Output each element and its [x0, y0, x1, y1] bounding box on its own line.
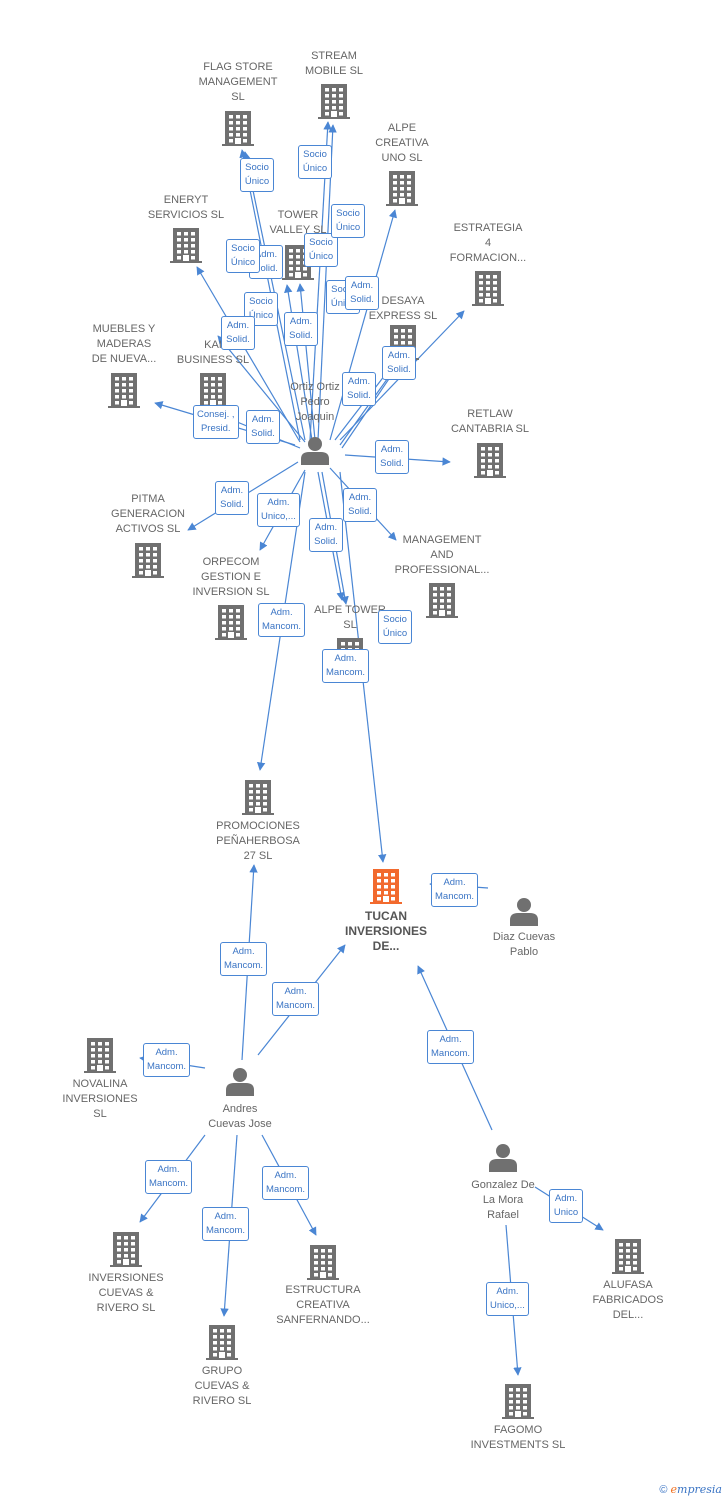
building-icon-alufasa[interactable]: [612, 1239, 644, 1274]
relation-badge-andres-29[interactable]: Adm. Mancom.: [262, 1166, 310, 1200]
node-label-stream[interactable]: STREAM MOBILE SL: [304, 50, 364, 77]
relation-badge-andres-25[interactable]: Adm. Mancom.: [272, 982, 320, 1016]
node-label-alpec[interactable]: ALPE CREATIVA UNO SL: [375, 122, 429, 164]
relation-badge-ortiz-17[interactable]: Adm. Unico,...: [257, 493, 300, 527]
building-icon-alpec[interactable]: [386, 171, 418, 206]
relation-badge-diaz-23[interactable]: Adm. Mancom.: [431, 873, 479, 907]
node-label-mgmt[interactable]: MANAGEMENT AND PROFESSIONAL...: [394, 534, 490, 576]
person-icon-diaz[interactable]: [510, 898, 538, 926]
building-icon-muebles[interactable]: [108, 373, 140, 408]
building-icon-orpecom[interactable]: [215, 605, 247, 640]
node-label-pitma[interactable]: PITMA GENERACION ACTIVOS SL: [111, 493, 185, 535]
relation-badge-andres-26[interactable]: Adm. Mancom.: [143, 1043, 191, 1077]
building-icon-retlaw[interactable]: [474, 443, 506, 478]
relation-badge-andres-28[interactable]: Adm. Mancom.: [202, 1207, 250, 1241]
edge-ortiz-12: [341, 369, 396, 449]
relation-badge-ortiz-9[interactable]: Adm. Solid.: [221, 316, 255, 350]
person-icon-andres[interactable]: [226, 1068, 254, 1096]
brand-rest: mpresia: [677, 1483, 722, 1496]
node-label-fagomo[interactable]: FAGOMO INVESTMENTS SL: [470, 1424, 566, 1451]
node-label-promo[interactable]: PROMOCIONES PEÑAHERBOSA 27 SL: [216, 820, 300, 862]
building-icon-fagomo[interactable]: [502, 1384, 534, 1419]
relation-badge-ortiz-5[interactable]: Socio Único: [226, 239, 260, 273]
footer-brand: © empresia: [659, 1483, 722, 1496]
building-icon-mgmt[interactable]: [426, 583, 458, 618]
node-label-ortiz[interactable]: Ortiz Ortiz Pedro Joaquin: [290, 381, 340, 423]
relation-badge-ortiz-21[interactable]: Adm. Mancom.: [258, 603, 306, 637]
relation-badge-ortiz-14[interactable]: Adm. Solid.: [246, 410, 280, 444]
building-icon-invcuevas[interactable]: [110, 1232, 142, 1267]
copyright-mark: ©: [659, 1484, 668, 1496]
node-label-tucan[interactable]: TUCAN INVERSIONES DE...: [344, 909, 428, 953]
building-icon-stream[interactable]: [318, 84, 350, 119]
edge-ortiz-9: [217, 335, 306, 443]
node-label-andres[interactable]: Andres Cuevas Jose: [208, 1103, 272, 1130]
relation-badge-ortiz-19[interactable]: Adm. Solid.: [309, 518, 343, 552]
main-building-icon-tucan[interactable]: [370, 869, 402, 904]
building-icon-estrategia[interactable]: [472, 271, 504, 306]
relation-badge-ortiz-12[interactable]: Adm. Solid.: [342, 372, 376, 406]
node-label-novalina[interactable]: NOVALINA INVERSIONES SL: [62, 1078, 138, 1120]
node-label-orpecom[interactable]: ORPECOM GESTION E INVERSION SL: [192, 556, 270, 598]
node-label-gonzalez[interactable]: Gonzalez De La Mora Rafael: [471, 1179, 535, 1221]
node-label-estructura[interactable]: ESTRUCTURA CREATIVA SANFERNANDO...: [276, 1284, 370, 1326]
relation-badge-ortiz-0[interactable]: Socio Único: [240, 158, 274, 192]
brand-e: e: [670, 1483, 678, 1496]
relation-badge-ortiz-10[interactable]: Adm. Solid.: [345, 276, 379, 310]
relation-badge-ortiz-13[interactable]: Consej. , Presid.: [193, 405, 239, 439]
relation-badge-ortiz-22[interactable]: Adm. Mancom.: [322, 649, 370, 683]
edge-ortiz-7: [284, 284, 313, 441]
relation-badge-ortiz-18[interactable]: Adm. Solid.: [343, 488, 377, 522]
building-icon-grupo[interactable]: [206, 1325, 238, 1360]
person-icon-ortiz[interactable]: [301, 437, 329, 465]
building-icon-kai[interactable]: [197, 373, 229, 408]
edge-ortiz-6: [296, 283, 316, 441]
relation-badge-andres-27[interactable]: Adm. Mancom.: [145, 1160, 193, 1194]
node-label-grupo[interactable]: GRUPO CUEVAS & RIVERO SL: [192, 1365, 252, 1407]
relation-badge-ortiz-20[interactable]: Socio Único: [378, 610, 412, 644]
relation-badge-ortiz-3[interactable]: Socio Único: [304, 233, 338, 267]
relation-badge-ortiz-11[interactable]: Adm. Solid.: [382, 346, 416, 380]
relation-badge-ortiz-4[interactable]: Socio Único: [331, 204, 365, 238]
relation-badge-andres-24[interactable]: Adm. Mancom.: [220, 942, 268, 976]
relation-badge-ortiz-15[interactable]: Adm. Solid.: [375, 440, 409, 474]
node-label-eneryt[interactable]: ENERYT SERVICIOS SL: [147, 194, 225, 221]
person-icon-gonzalez[interactable]: [489, 1144, 517, 1172]
building-icon-novalina[interactable]: [84, 1038, 116, 1073]
building-icon-flag[interactable]: [222, 111, 254, 146]
edge-ortiz-5: [196, 266, 301, 443]
node-label-retlaw[interactable]: RETLAW CANTABRIA SL: [450, 408, 530, 435]
relation-badge-ortiz-16[interactable]: Adm. Solid.: [215, 481, 249, 515]
brand-logo: empresia: [671, 1483, 722, 1496]
node-label-muebles[interactable]: MUEBLES Y MADERAS DE NUEVA...: [91, 323, 157, 365]
node-label-invcuevas[interactable]: INVERSIONES CUEVAS & RIVERO SL: [88, 1272, 164, 1314]
relation-badge-gonzalez-32[interactable]: Adm. Unico,...: [486, 1282, 529, 1316]
edge-ortiz-11: [339, 367, 396, 446]
relation-badge-ortiz-7[interactable]: Adm. Solid.: [284, 312, 318, 346]
edge-ortiz-4: [329, 209, 397, 441]
building-icon-promo[interactable]: [242, 780, 274, 815]
relation-badge-gonzalez-31[interactable]: Adm. Unico: [549, 1189, 583, 1223]
node-label-tower[interactable]: TOWER VALLEY SL: [269, 209, 327, 236]
building-icon-pitma[interactable]: [132, 543, 164, 578]
relation-badge-gonzalez-30[interactable]: Adm. Mancom.: [427, 1030, 475, 1064]
relation-badge-ortiz-2[interactable]: Socio Único: [298, 145, 332, 179]
node-label-estrategia[interactable]: ESTRATEGIA 4 FORMACION...: [449, 222, 527, 264]
icon-layer: [84, 84, 644, 1419]
node-label-flag[interactable]: FLAG STORE MANAGEMENT SL: [198, 61, 278, 103]
building-icon-estructura[interactable]: [307, 1245, 339, 1280]
node-label-kai[interactable]: KAI BUSINESS SL: [176, 339, 250, 366]
node-label-diaz[interactable]: Diaz Cuevas Pablo: [492, 931, 556, 958]
node-label-desaya[interactable]: DESAYA EXPRESS SL: [368, 295, 438, 322]
building-icon-eneryt[interactable]: [170, 228, 202, 263]
node-label-alpet[interactable]: ALPE TOWER SL: [314, 604, 386, 631]
node-label-alufasa[interactable]: ALUFASA FABRICADOS DEL...: [592, 1279, 664, 1321]
